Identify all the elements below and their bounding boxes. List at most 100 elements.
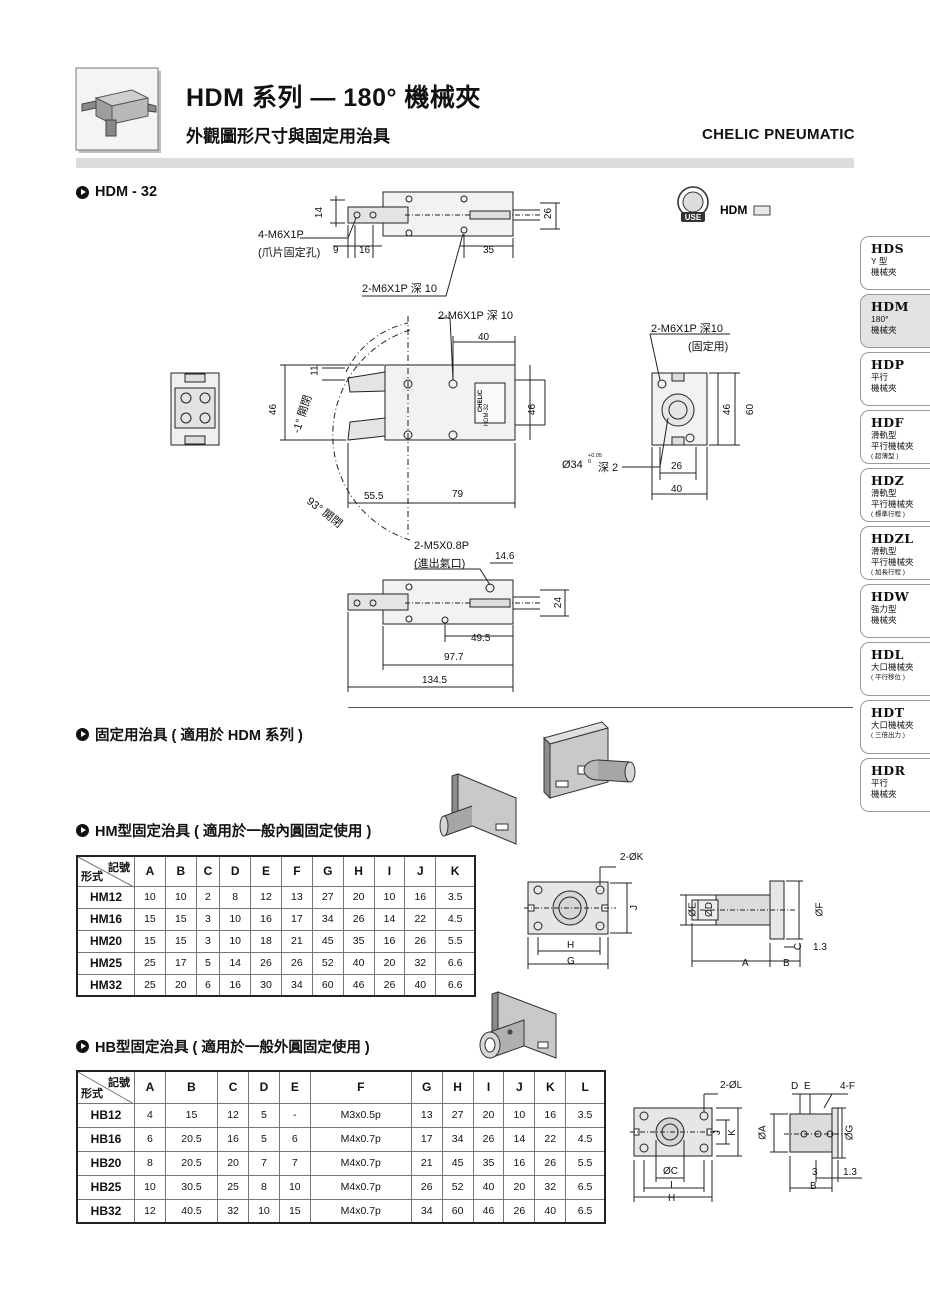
table-value-cell: 27 [441, 1102, 474, 1128]
section-divider [348, 707, 853, 708]
hb-dim-3: 3 [812, 1167, 818, 1178]
dim-top-note-bottom: 2-M6X1P 深 10 [362, 283, 438, 295]
dim-front-note: 2-M6X1P 深 10 [438, 310, 514, 322]
table-value-cell: 14 [503, 1126, 536, 1152]
sidebar-tab-line: 滑軌型 [871, 488, 897, 498]
dim-97-7: 97.7 [444, 652, 464, 663]
hm-dim-k: 2-ØK [620, 852, 644, 863]
dim-46-left: 46 [268, 403, 280, 416]
table-value-cell: 8 [247, 1174, 280, 1200]
table-value-cell: 15 [134, 929, 166, 953]
model-heading: HDM - 32 [76, 184, 157, 200]
hm-dim-h: H [567, 940, 575, 951]
hb-dim-e: E [804, 1081, 811, 1092]
table-value-cell: 8 [219, 885, 252, 909]
table-value-cell: 27 [311, 885, 344, 909]
sidebar-tab-code: HDP [871, 357, 905, 372]
table-value-cell: 5 [247, 1126, 280, 1152]
sidebar-tab-line: Y 型 [871, 256, 888, 266]
table-value-cell: 5.5 [565, 1150, 606, 1176]
table-value-cell: 6.6 [435, 951, 476, 975]
hm-fixture-3d-b [439, 773, 517, 845]
dim-26: 26 [543, 207, 555, 220]
table-value-cell: 26 [410, 1174, 443, 1200]
hb-dim-g: ØG [844, 1124, 856, 1141]
table-value-cell: 26 [342, 907, 375, 931]
hb-dim-d: D [791, 1081, 799, 1092]
sidebar-tab-line: 平行機械夾 [871, 499, 914, 509]
dim-79: 79 [452, 489, 464, 500]
hm-dim-c-val: 1.3 [813, 942, 827, 953]
table-value-cell: 17 [164, 951, 197, 975]
table-corner-bottom: 形式 [81, 1087, 103, 1100]
table-model-cell: HB25 [76, 1174, 135, 1200]
table-value-cell: 46 [342, 973, 375, 997]
dim-134-5: 134.5 [422, 675, 448, 686]
sidebar-tab-line: 機械夾 [871, 383, 897, 393]
table-value-cell: 3.5 [435, 885, 476, 909]
hm-dim-e: ØE [687, 902, 699, 917]
table-header-cell: F [280, 855, 313, 887]
table-header-cell: K [435, 855, 476, 887]
table-value-cell: 12 [217, 1102, 249, 1128]
sidebar-tab-note: ( 加長行程 ) [871, 569, 905, 576]
sidebar-tab-line: 強力型 [871, 604, 897, 614]
table-value-cell: 30.5 [164, 1174, 219, 1200]
arrow-bullet-icon [76, 1040, 89, 1053]
table-value-cell: 10 [247, 1198, 280, 1224]
table-header-cell: G [311, 855, 344, 887]
table-header-cell: D [247, 1070, 280, 1104]
table-model-cell: HM12 [76, 885, 135, 909]
table-value-cell: 22 [404, 907, 437, 931]
page-title: HDM 系列 — 180° 機械夾 [186, 84, 481, 112]
angle-label-1: -1° 開閉 [290, 393, 315, 435]
dim-49-5: 49.5 [471, 633, 491, 644]
table-value-cell: 35 [472, 1150, 505, 1176]
table-value-cell: 26 [503, 1198, 536, 1224]
table-header-cell: C [217, 1070, 249, 1104]
table-value-cell: 35 [342, 929, 375, 953]
table-value-cell: 34 [410, 1198, 443, 1224]
hb-dim-1-3: 1.3 [843, 1167, 857, 1178]
dim-9: 9 [333, 245, 339, 256]
arrow-bullet-icon [76, 728, 89, 741]
table-corner-cell: 記號形式 [76, 855, 135, 888]
table-header-cell: E [250, 855, 282, 887]
product-thumbnail [75, 67, 162, 154]
table-value-cell: 10 [278, 1174, 311, 1200]
dim-depth2: 深 2 [598, 462, 619, 474]
hm-dimension-drawing [524, 866, 803, 969]
sidebar-tab-line: 滑軌型 [871, 546, 897, 556]
sidebar-tab-line: 機械夾 [871, 789, 897, 799]
dim-side-note1: 2-M6X1P 深10 [651, 323, 723, 335]
table-value-cell: 16 [503, 1150, 536, 1176]
table-value-cell: 6.5 [565, 1174, 606, 1200]
hb-dim-a: ØA [757, 1125, 769, 1140]
hb-dim-c: ØC [663, 1166, 678, 1177]
hm-dim-g: G [567, 956, 575, 967]
table-value-cell: 13 [410, 1102, 443, 1128]
table-model-cell: HB32 [76, 1198, 135, 1224]
dim-35: 35 [483, 245, 495, 256]
table-value-cell: 26 [373, 973, 406, 997]
table-value-cell: 4 [134, 1102, 166, 1128]
table-value-cell: 22 [534, 1126, 567, 1152]
table-value-cell: 15 [278, 1198, 311, 1224]
table-value-cell: M3x0.5p [309, 1102, 412, 1128]
dim-24: 24 [553, 596, 565, 609]
